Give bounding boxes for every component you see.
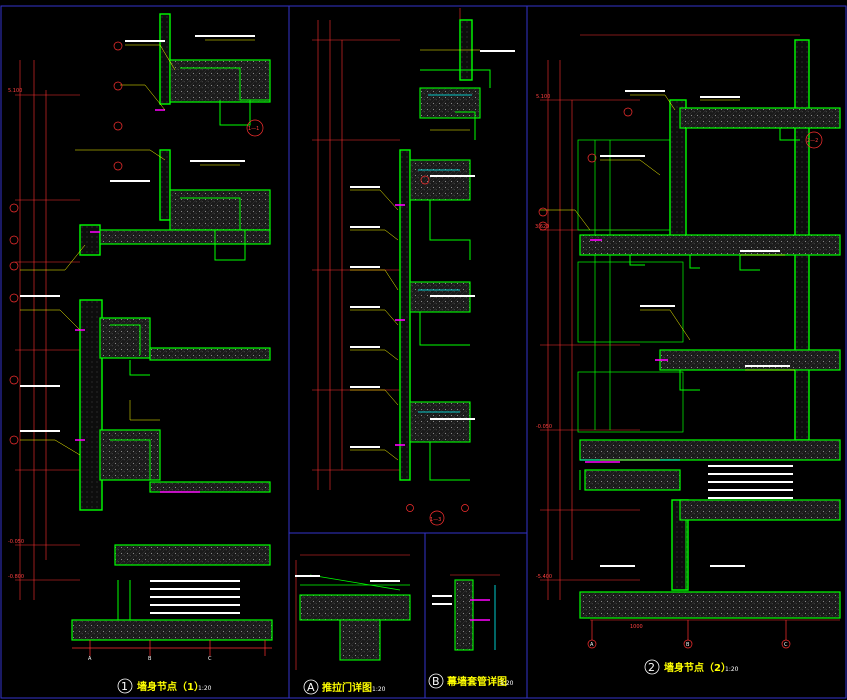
detail-2-title-bubble: [644, 659, 660, 675]
detail-2-wall-section: 5.100 -0.050 -5.400 3.620: [535, 34, 841, 675]
detail-b-curtain-wall-sleeve: B 幕墙套管详图 1:20: [428, 574, 514, 689]
detail-a-title: 推拉门详图: [322, 681, 372, 694]
detail-a-sliding-door: A 推拉门详图 1:20: [295, 554, 411, 695]
detail-b-title-bubble: [428, 673, 444, 689]
marker-2-2: 2—2: [807, 138, 818, 144]
detail-middle-wall-section: 1—3: [312, 8, 515, 526]
grid-b: B: [148, 656, 152, 662]
sheet-frame: [0, 5, 847, 699]
elev-3620: 3.620: [535, 224, 549, 230]
detail-b-number: B: [432, 675, 440, 688]
elev-minus-0050: -0.050: [8, 539, 24, 545]
elev-minus-5400: -5.400: [536, 574, 552, 580]
detail-b-title: 幕墙套管详图: [446, 675, 507, 688]
marker-1-1: 1—1: [248, 126, 259, 132]
grid-b-right: B: [686, 642, 690, 648]
marker-1-3: 1—3: [430, 517, 441, 523]
grid-a-right: A: [590, 642, 594, 648]
grid-c: C: [208, 656, 212, 662]
detail-1-wall-section: 5.100 -0.050 -0.800: [8, 13, 273, 694]
detail-1-title: 墙身节点（1）: [137, 680, 204, 693]
detail-a-title-bubble: [303, 679, 319, 695]
detail-a-number: A: [307, 681, 315, 694]
detail-2-scale: 1:20: [725, 666, 739, 673]
elev-5100-right: 5.100: [536, 94, 550, 100]
detail-2-number: 2: [648, 661, 655, 674]
detail-1-title-bubble: [117, 678, 133, 694]
grid-c-right: C: [784, 642, 788, 648]
grid-a: A: [88, 656, 92, 662]
elev-minus-0050-right: -0.050: [536, 424, 552, 430]
dim-1000: 1000: [630, 624, 643, 630]
detail-1-scale: 1:20: [198, 685, 212, 692]
detail-1-number: 1: [121, 680, 128, 693]
elev-5100: 5.100: [8, 88, 22, 94]
detail-b-scale: 1:20: [500, 680, 514, 687]
detail-2-title: 墙身节点（2）: [664, 661, 731, 674]
elev-minus-0800: -0.800: [8, 574, 24, 580]
detail-a-scale: 1:20: [372, 686, 386, 693]
